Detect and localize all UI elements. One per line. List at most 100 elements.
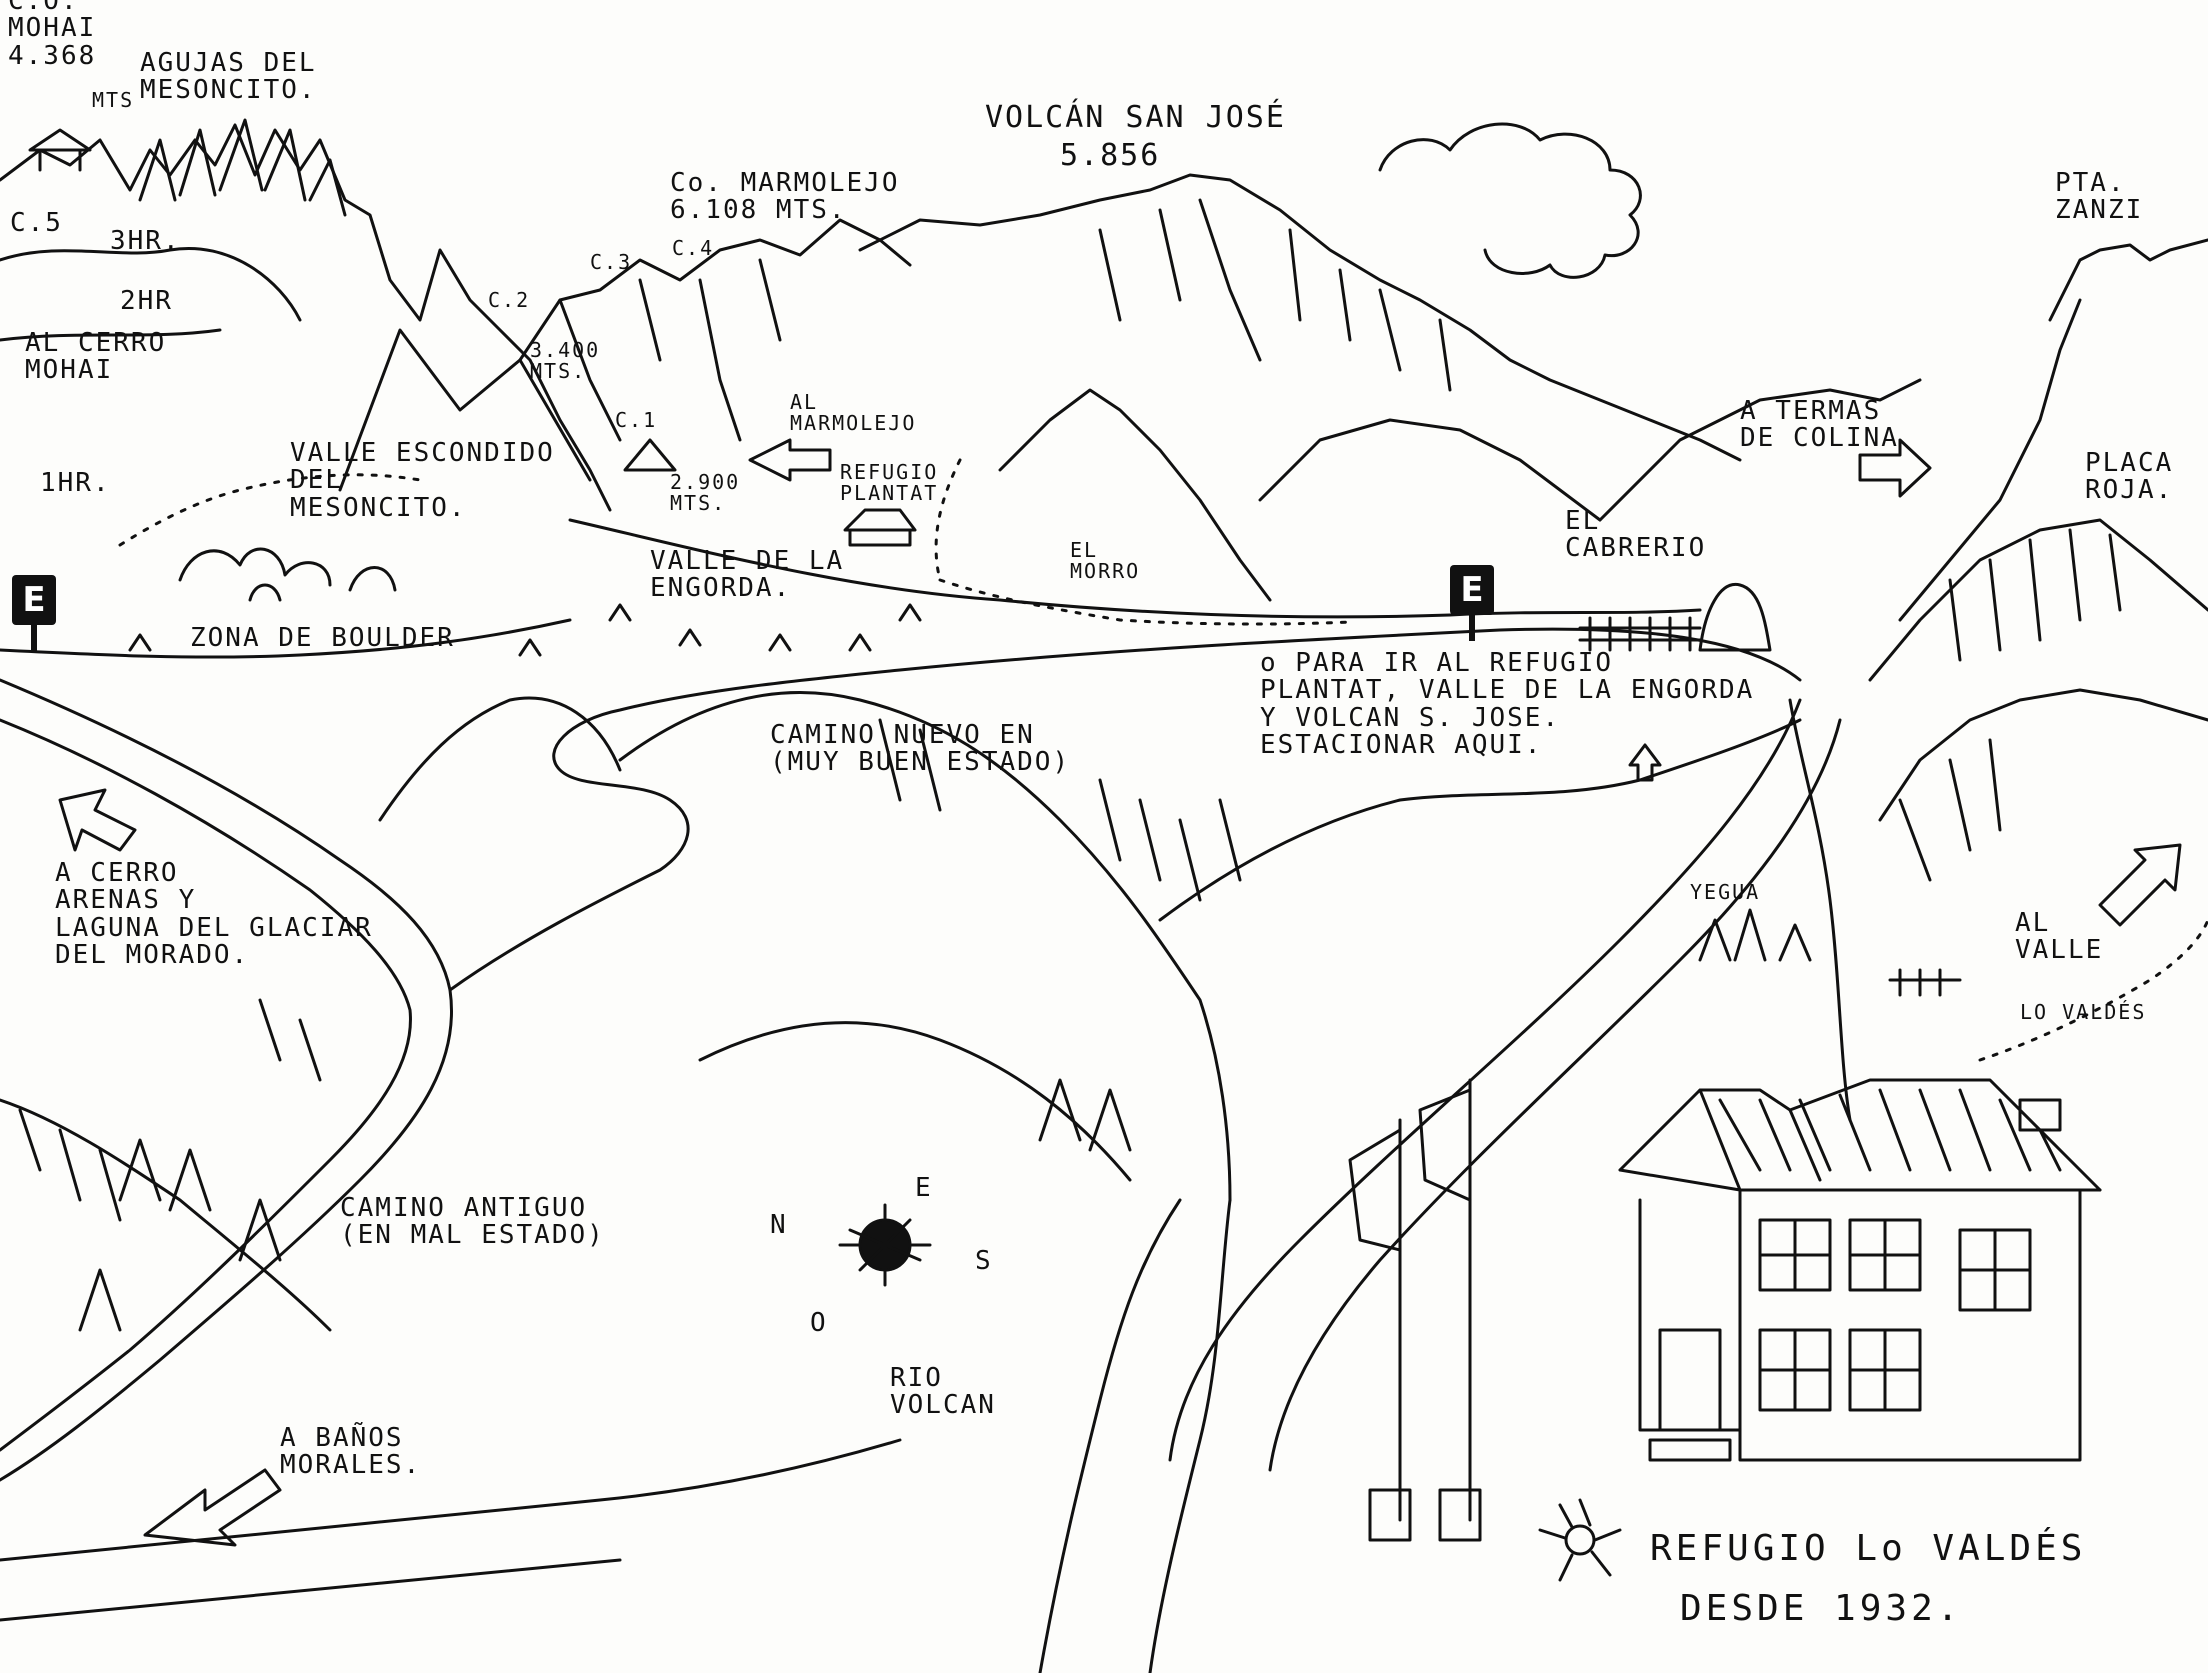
right-range bbox=[1898, 298, 2082, 622]
boulders bbox=[178, 547, 397, 602]
arrow-estacionar bbox=[1628, 743, 1662, 782]
volcan-shading bbox=[1098, 198, 1452, 392]
label-agujas-mesoncito: AGUJAS DEL MESONCITO. bbox=[140, 48, 317, 106]
label-2hr: 2HR bbox=[120, 286, 173, 316]
marmolejo-ridge bbox=[518, 218, 912, 362]
label-1hr: 1HR. bbox=[40, 468, 111, 498]
mid-range-shading bbox=[878, 718, 1242, 902]
road-to-lo-valdes bbox=[1788, 698, 1852, 1122]
label-termas-colina: A TERMAS DE COLINA bbox=[1740, 396, 1899, 454]
label-volcan-san-jose: VOLCÁN SAN JOSÉ bbox=[985, 100, 1286, 135]
label-rio-volcan: RIO VOLCAN bbox=[890, 1363, 996, 1421]
marmolejo-slopes bbox=[558, 258, 782, 442]
mid-range-right bbox=[1158, 718, 1802, 922]
flag-poles bbox=[1348, 1078, 1482, 1542]
label-c1-altitude: 2.900 MTS. bbox=[670, 470, 741, 515]
arrow-to-valle bbox=[2098, 843, 2182, 927]
termas-ridge bbox=[1598, 378, 1922, 522]
label-el-morro: EL MORRO bbox=[1070, 538, 1141, 583]
parking-sign-left: E bbox=[12, 575, 56, 625]
mohai-hut bbox=[28, 128, 92, 172]
placa-roja-ridge bbox=[1868, 518, 2208, 682]
grass-tufts bbox=[128, 603, 922, 657]
agujas-spires bbox=[138, 118, 347, 217]
compass-o: O bbox=[810, 1308, 828, 1338]
placa-roja-shading bbox=[1948, 528, 2122, 662]
fence bbox=[1578, 616, 1702, 652]
label-3hr: 3HR. bbox=[110, 226, 181, 256]
label-al-valle: AL VALLE bbox=[2015, 908, 2104, 966]
label-el-cabrerio: EL CABRERIO bbox=[1565, 506, 1707, 564]
edelweiss-icon bbox=[1538, 1498, 1622, 1582]
mid-range-center-2 bbox=[698, 1021, 1132, 1182]
camino-antiguo-2 bbox=[0, 718, 412, 1452]
label-al-marmolejo: AL MARMOLEJO bbox=[790, 390, 917, 435]
label-valle-escondido: VALLE ESCONDIDO DEL MESONCITO. bbox=[290, 438, 555, 523]
engorda-valley-floor bbox=[568, 518, 1702, 619]
camino-nuevo bbox=[448, 627, 1802, 992]
label-zona-boulder: ZONA DE BOULDER bbox=[190, 623, 455, 653]
subtitle-desde-1932: DESDE 1932. bbox=[1680, 1588, 1963, 1629]
camino-antiguo bbox=[0, 678, 453, 1482]
right-hill-shading bbox=[1898, 738, 2002, 882]
parking-sign-right-post bbox=[1469, 615, 1475, 641]
refugio-plantat-hut bbox=[843, 508, 917, 547]
el-morro-peak bbox=[998, 388, 1272, 602]
trail-dotted-2 bbox=[938, 578, 1352, 626]
arrow-al-marmolejo bbox=[748, 438, 832, 482]
label-co-mohai: C.O. MOHAI 4.368 bbox=[8, 0, 97, 71]
label-c2-altitude: 3.400 MTS. bbox=[530, 338, 601, 383]
compass-s: S bbox=[975, 1246, 993, 1276]
arrow-to-termas bbox=[1858, 438, 1932, 498]
rio-volcan bbox=[1038, 1198, 1232, 1673]
label-c5: C.5 bbox=[10, 208, 63, 238]
left-slope bbox=[0, 247, 302, 342]
label-valle-engorda: VALLE DE LA ENGORDA. bbox=[650, 546, 845, 604]
label-camino-nuevo: CAMINO NUEVO EN (MUY BUEN ESTADO) bbox=[770, 720, 1071, 778]
label-c4: C.4 bbox=[672, 236, 715, 260]
left-lower-slope bbox=[0, 1098, 332, 1332]
label-lo-valdes: LO VALDÉS bbox=[2020, 1000, 2147, 1024]
volcan-san-jose-ridge bbox=[858, 173, 1742, 462]
label-camino-antiguo: CAMINO ANTIGUO (EN MAL ESTADO) bbox=[340, 1193, 605, 1251]
refugio-lo-valdes bbox=[1618, 1078, 2102, 1462]
central-peak-hesoncito bbox=[338, 328, 592, 492]
rock-cabrerio bbox=[1698, 583, 1772, 652]
bottom-road bbox=[0, 1438, 902, 1622]
label-yeguas: YEGUA bbox=[1690, 880, 1761, 904]
compass-rose-icon bbox=[838, 1203, 932, 1287]
yeguas-spires bbox=[1698, 908, 1812, 962]
trees-left bbox=[78, 1138, 282, 1332]
compass-e: E bbox=[915, 1173, 933, 1203]
lo-valdes-fence bbox=[1888, 968, 1962, 997]
trail-dotted-4 bbox=[934, 458, 962, 582]
label-marmolejo: Co. MARMOLEJO 6.108 MTS. bbox=[670, 168, 900, 226]
title-refugio-lo-valdes: REFUGIO Lo VALDÉS bbox=[1650, 1528, 2087, 1569]
label-cerro-arenas: A CERRO ARENAS Y LAGUNA DEL GLACIAR DEL … bbox=[55, 858, 373, 970]
label-al-cerro-mohai: AL CERRO MOHAI bbox=[25, 328, 167, 386]
arrow-to-cerro-arenas bbox=[58, 788, 137, 852]
arrow-to-banos-morales bbox=[143, 1468, 282, 1547]
parking-sign-right: E bbox=[1450, 565, 1494, 615]
compass-n: N bbox=[770, 1210, 788, 1240]
el-cabrerio-ridge bbox=[1258, 418, 1602, 522]
parking-sign-left-post bbox=[31, 625, 37, 651]
label-c1: C.1 bbox=[615, 408, 658, 432]
trees-center bbox=[1038, 1078, 1132, 1152]
label-banos-morales: A BAÑOS MORALES. bbox=[280, 1423, 422, 1481]
right-hill-lower bbox=[1878, 688, 2208, 822]
pta-zanzi-ridge bbox=[2048, 238, 2208, 322]
main-road-right bbox=[1168, 698, 1802, 1462]
c1-tent bbox=[623, 438, 677, 472]
mid-hill-left bbox=[378, 696, 622, 822]
label-estacionar: o PARA IR AL REFUGIO PLANTAT, VALLE DE L… bbox=[1260, 648, 1755, 760]
label-refugio-plantat: REFUGIO PLANTAT bbox=[840, 460, 939, 505]
main-road-right-2 bbox=[1268, 718, 1842, 1472]
label-co-mohai-units: MTS bbox=[92, 88, 135, 112]
label-c3: C.3 bbox=[590, 250, 633, 274]
trail-dotted-1 bbox=[118, 473, 422, 547]
cloud bbox=[1378, 122, 1642, 279]
label-volcan-altitude: 5.856 bbox=[1060, 138, 1161, 173]
